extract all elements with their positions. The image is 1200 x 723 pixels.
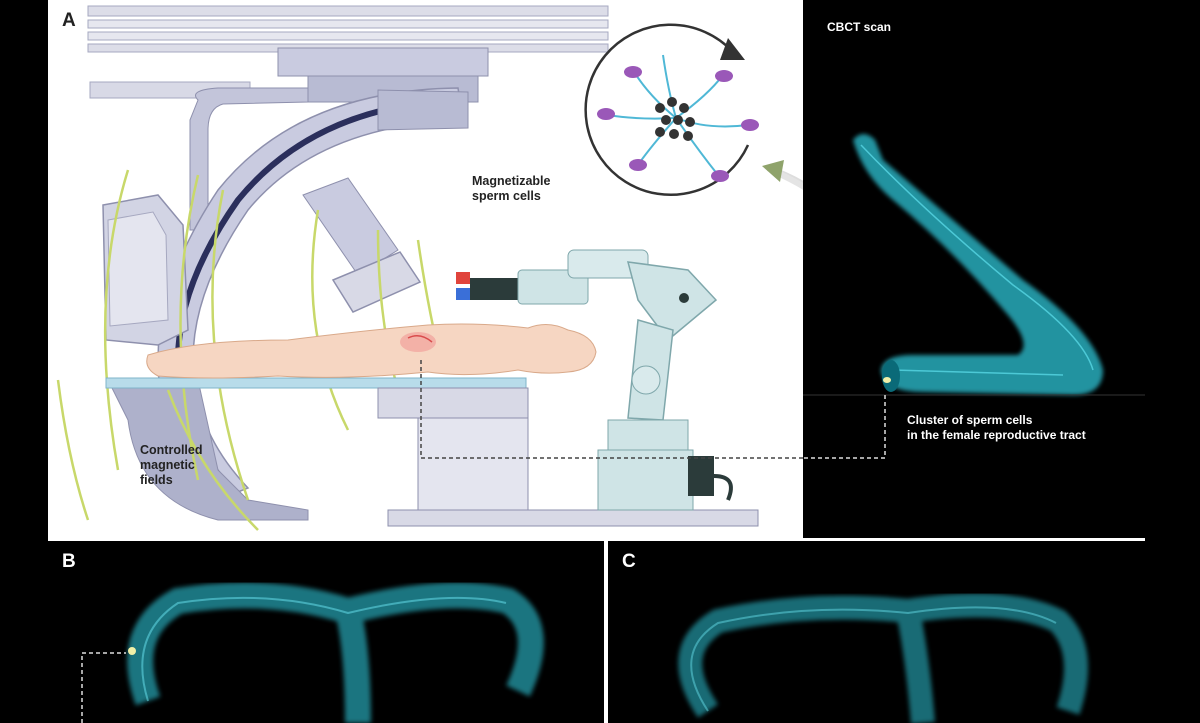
panel-b-letter: B — [62, 551, 76, 572]
panel-b-cluster-highlight — [128, 647, 136, 655]
xray-source — [302, 177, 422, 313]
c-arm — [157, 87, 469, 501]
panel-c-letter: C — [622, 551, 636, 572]
detector — [102, 194, 189, 346]
cbct-scan-label: CBCT scan — [827, 20, 892, 34]
imaging-setup-illustration — [56, 5, 803, 531]
cbct-leader-line — [803, 395, 886, 459]
panel-c-scan-render — [678, 593, 1088, 723]
sperm-cluster-highlight — [883, 377, 891, 383]
patient — [146, 323, 597, 379]
patient-table — [105, 377, 759, 527]
magnetic-field-lines — [56, 169, 445, 531]
ceiling-rail — [87, 5, 609, 103]
panel-b-scan-render — [81, 582, 544, 723]
cbct-panel: CBCT scan Cluster of sperm cells in the … — [803, 0, 1145, 538]
vertical-divider — [604, 541, 608, 723]
cbct-scan-render — [803, 134, 1145, 459]
cluster-leader-line — [420, 360, 803, 459]
robot-arm — [456, 249, 733, 511]
panel-b: B — [48, 541, 604, 723]
c-arm-base — [107, 379, 309, 521]
magnetizable-sperm-label: Magnetizable sperm cells — [472, 174, 551, 203]
horizontal-divider — [48, 538, 1145, 541]
panel-c: C — [608, 541, 1145, 723]
cluster-label: Cluster of sperm cells in the female rep… — [907, 413, 1086, 442]
panel-a: A Magnetizable sperm cells Controlled ma… — [48, 0, 803, 538]
sperm-cluster-inset — [584, 23, 759, 196]
panel-a-letter: A — [62, 10, 76, 31]
controlled-fields-label: Controlled magnetic fields — [140, 443, 203, 487]
